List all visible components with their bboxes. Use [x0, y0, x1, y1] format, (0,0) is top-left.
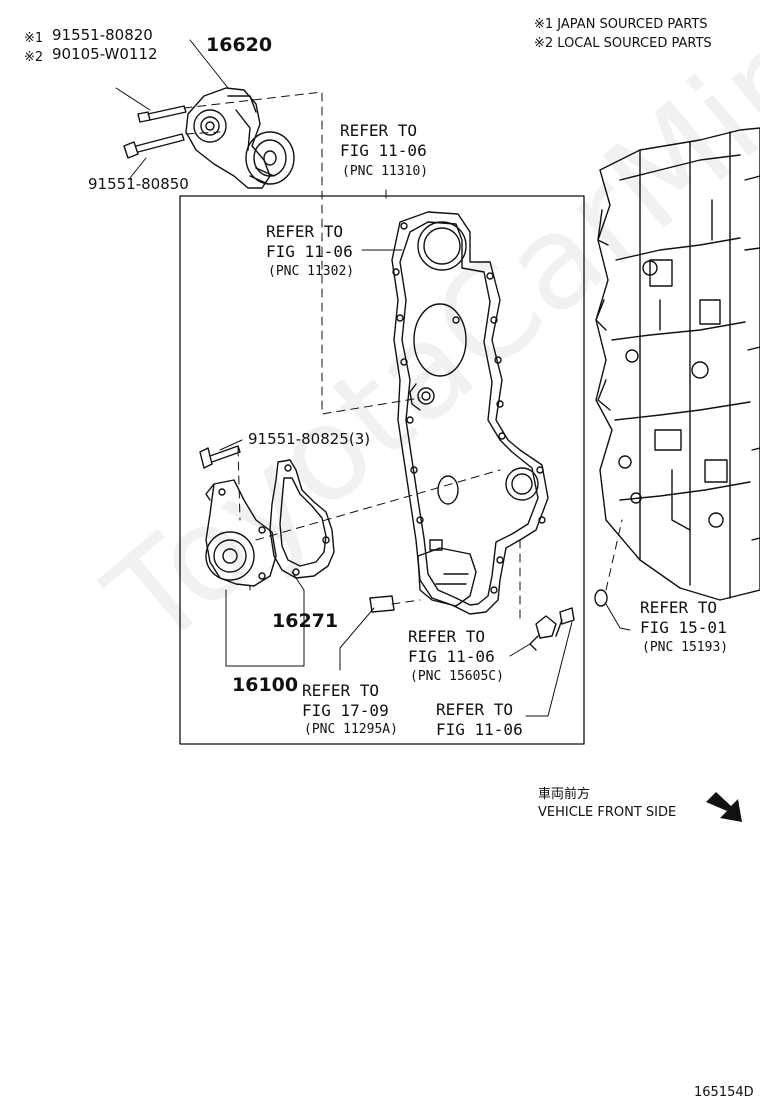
ref-11302-line1: REFER TO — [266, 222, 344, 241]
ref-11295-line2[interactable]: FIG 17-09 — [302, 701, 389, 720]
ref-1106-line2[interactable]: FIG 11-06 — [436, 720, 523, 739]
ref-15605-line1: REFER TO — [408, 627, 486, 646]
part-number-91551-80850[interactable]: 91551-80850 — [88, 175, 189, 193]
timing-chain-cover — [391, 211, 549, 615]
oil-pressure-switch — [529, 615, 557, 651]
ref-15193-line1: REFER TO — [640, 598, 718, 617]
ref-11302-pnc: (PNC 11302) — [268, 264, 355, 279]
ref-15605-pnc: (PNC 15605C) — [410, 669, 504, 684]
engine-block — [595, 127, 760, 601]
mark-local: ※2 — [24, 50, 44, 65]
ref-1106-line1: REFER TO — [436, 700, 514, 719]
vehicle-front-jp: 車両前方 — [538, 787, 591, 802]
seal-hint — [409, 383, 421, 411]
water-pump-bolt — [199, 445, 241, 469]
tensioner-bolt-upper — [137, 105, 187, 123]
ref-11295-pnc: (PNC 11295A) — [304, 722, 398, 737]
leader-lines — [115, 39, 631, 717]
stud-bolt — [555, 607, 575, 637]
belt-tensioner — [185, 87, 295, 189]
ref-15605-line2[interactable]: FIG 11-06 — [408, 647, 495, 666]
note-japan-sourced: ※1 JAPAN SOURCED PARTS — [534, 17, 708, 32]
ref-11302-line2[interactable]: FIG 11-06 — [266, 242, 353, 261]
ref-11310-line1: REFER TO — [340, 121, 418, 140]
ref-11310-pnc: (PNC 11310) — [342, 164, 429, 179]
tensioner-bolt-lower — [123, 133, 185, 159]
ref-11310-line2[interactable]: FIG 11-06 — [340, 141, 427, 160]
part-number-16100[interactable]: 16100 — [232, 674, 299, 696]
part-number-90105-w0112[interactable]: 90105-W0112 — [52, 45, 158, 63]
ref-15193-line2[interactable]: FIG 15-01 — [640, 618, 727, 637]
water-pump-gasket — [269, 459, 335, 579]
mark-japan: ※1 — [24, 31, 44, 46]
assembly-lines — [183, 91, 623, 621]
note-local-sourced: ※2 LOCAL SOURCED PARTS — [534, 36, 712, 51]
part-number-16271[interactable]: 16271 — [272, 610, 339, 632]
vehicle-front-en: VEHICLE FRONT SIDE — [538, 805, 677, 820]
part-number-91551-80820[interactable]: 91551-80820 — [52, 26, 153, 44]
group-frame — [179, 195, 585, 745]
seal-part — [369, 595, 395, 613]
part-number-16620[interactable]: 16620 — [206, 34, 273, 56]
part-number-91551-80825[interactable]: 91551-80825(3) — [248, 430, 371, 448]
ref-11295-line1: REFER TO — [302, 681, 380, 700]
figure-id: 165154D — [694, 1085, 754, 1100]
water-pump — [205, 479, 277, 587]
o-ring — [594, 589, 608, 607]
front-direction-arrow — [706, 792, 742, 822]
ref-15193-pnc: (PNC 15193) — [642, 640, 729, 655]
